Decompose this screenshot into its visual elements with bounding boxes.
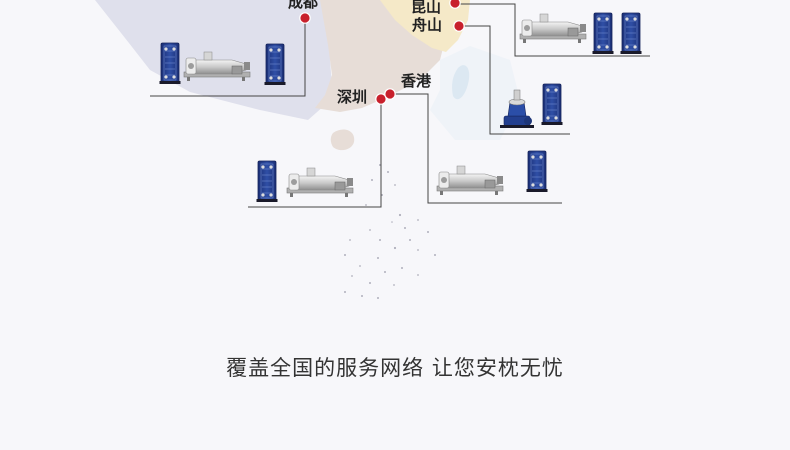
service-network-tagline: 覆盖全国的服务网络 让您安枕无忧 xyxy=(226,356,564,380)
hainan-island xyxy=(330,129,355,151)
city-label-hongkong: 香港 xyxy=(401,72,432,90)
leader-line-kunshan xyxy=(455,3,650,57)
equipment-group-hongkong xyxy=(436,150,548,196)
plate-heat-exchanger-icon xyxy=(159,42,181,85)
leader-lines xyxy=(150,3,650,208)
city-label-chengdu: 成都 xyxy=(288,0,319,11)
city-marker-icon xyxy=(449,0,461,9)
plate-heat-exchanger-icon xyxy=(620,12,642,55)
map-sea-area xyxy=(430,46,520,140)
plate-heat-exchanger-icon xyxy=(264,43,286,86)
equipment-group-kunshan xyxy=(519,12,642,55)
leader-line-hongkong xyxy=(390,93,562,204)
decanter-centrifuge-icon xyxy=(519,13,587,44)
decanter-centrifuge-icon xyxy=(436,165,504,196)
city-marker-icon xyxy=(299,12,311,24)
city-marker-icon xyxy=(453,20,465,32)
plate-heat-exchanger-icon xyxy=(541,83,563,126)
map-region-east xyxy=(380,0,470,52)
leader-line-zhoushan xyxy=(459,25,570,135)
plate-heat-exchanger-icon xyxy=(592,12,614,55)
equipment-group-shenzhen xyxy=(256,160,354,203)
taiwan-island xyxy=(452,65,470,100)
south-sea-islands xyxy=(344,164,436,299)
leader-line-chengdu xyxy=(150,18,306,97)
plate-heat-exchanger-icon xyxy=(256,160,278,203)
city-label-zhoushan: 舟山 xyxy=(412,16,443,34)
city-label-shenzhen: 深圳 xyxy=(337,88,368,106)
city-marker-icon xyxy=(384,88,396,100)
leader-line-shenzhen xyxy=(248,99,382,208)
plate-heat-exchanger-icon xyxy=(526,150,548,193)
city-label-kunshan: 昆山 xyxy=(411,0,442,16)
decanter-centrifuge-icon xyxy=(286,167,354,198)
